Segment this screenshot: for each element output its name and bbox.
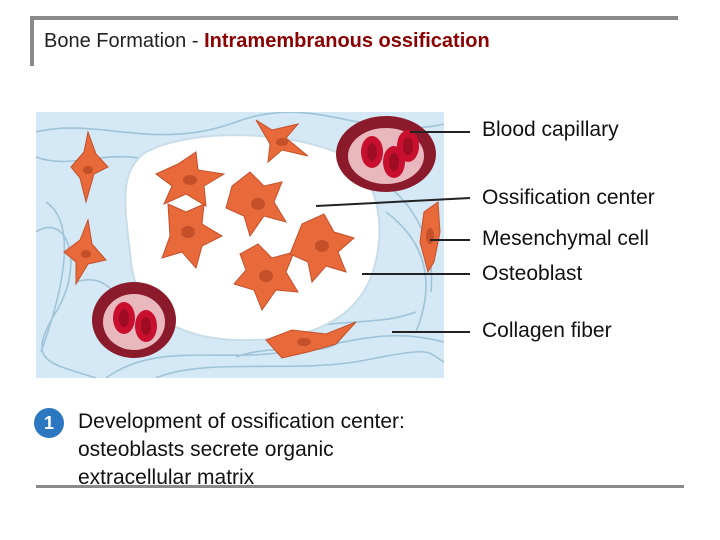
- page-title: Bone Formation - Intramembranous ossific…: [44, 30, 490, 53]
- frame-top-line: [30, 16, 678, 20]
- frame-bottom-line: [36, 485, 684, 488]
- ossification-illustration: [36, 112, 444, 378]
- mesenchymal-nuclei: [81, 138, 434, 346]
- label-osteoblast: Osteoblast: [482, 262, 583, 285]
- frame-left-line: [30, 16, 34, 66]
- caption-line-1: Development of ossification center:: [78, 410, 405, 433]
- leader-ossification-center: [315, 197, 471, 207]
- title-bold: Intramembranous ossification: [204, 30, 490, 52]
- blood-capillary-bottom: [92, 282, 176, 358]
- title-prefix: Bone Formation -: [44, 30, 205, 52]
- step-number-badge: 1: [34, 408, 64, 438]
- label-blood-capillary: Blood capillary: [482, 118, 619, 141]
- osteoblast-nuclei: [181, 175, 329, 282]
- label-ossification-center: Ossification center: [482, 186, 655, 209]
- label-mesenchymal-cell: Mesenchymal cell: [482, 227, 649, 250]
- caption-line-3: extracellular matrix: [78, 466, 255, 489]
- step-caption: Development of ossification center: oste…: [78, 408, 405, 492]
- label-collagen-fiber: Collagen fiber: [482, 319, 612, 342]
- caption-line-2: osteoblasts secrete organic: [78, 438, 334, 461]
- blood-capillary-top: [336, 116, 436, 192]
